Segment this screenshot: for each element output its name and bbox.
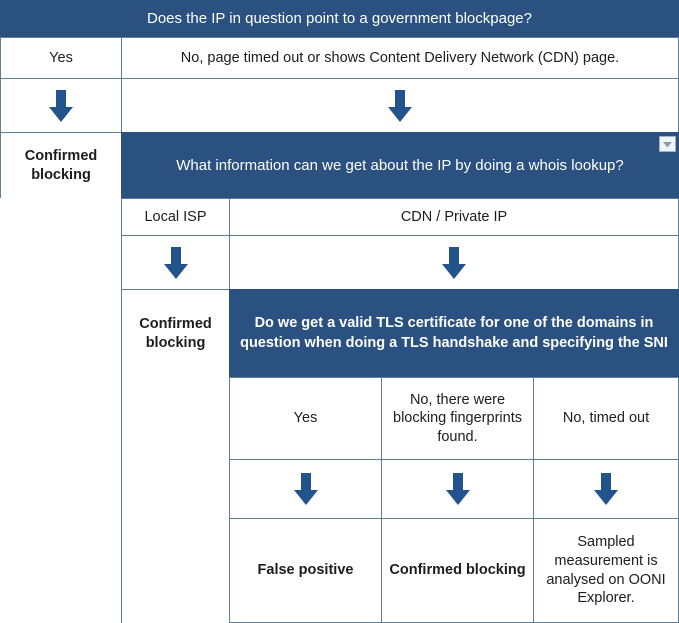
level3-option-0: Yes [229,377,382,460]
level1-outcome-confirmed-blocking: Confirmed blocking [0,132,122,199]
level3-arrow-cell-2 [533,459,679,519]
level2-answer-local-isp: Local ISP [121,198,230,236]
level2-spine-filler [121,377,230,623]
filter-dropdown-button[interactable] [659,136,676,152]
level3-arrow-cell-1 [381,459,534,519]
level2-question: What information can we get about the IP… [121,132,679,199]
level3-option-1: No, there were blocking fingerprints fou… [381,377,534,460]
down-arrow-icon [593,472,619,506]
level3-outcome-2: Sampled measurement is analysed on OONI … [533,518,679,623]
down-arrow-icon [48,89,74,123]
down-arrow-icon [387,89,413,123]
level1-answer-no: No, page timed out or shows Content Deli… [121,37,679,79]
level3-outcome-1: Confirmed blocking [381,518,534,623]
down-arrow-icon [293,472,319,506]
level2-outcome-confirmed-blocking: Confirmed blocking [121,289,230,378]
level2-answer-cdn: CDN / Private IP [229,198,679,236]
chevron-down-icon [662,140,673,149]
level3-arrow-cell-0 [229,459,382,519]
down-arrow-icon [441,246,467,280]
level1-answer-yes: Yes [0,37,122,79]
level1-question: Does the IP in question point to a gover… [0,0,679,37]
level3-question: Do we get a valid TLS certificate for on… [229,289,679,378]
level3-outcome-0: False positive [229,518,382,623]
level3-option-2: No, timed out [533,377,679,460]
level2-arrow-local-isp-cell [121,235,230,290]
level1-arrow-yes-cell [0,78,122,133]
down-arrow-icon [445,472,471,506]
level1-arrow-no-cell [121,78,679,133]
level2-arrow-cdn-cell [229,235,679,290]
down-arrow-icon [163,246,189,280]
left-spine-filler [0,198,122,623]
